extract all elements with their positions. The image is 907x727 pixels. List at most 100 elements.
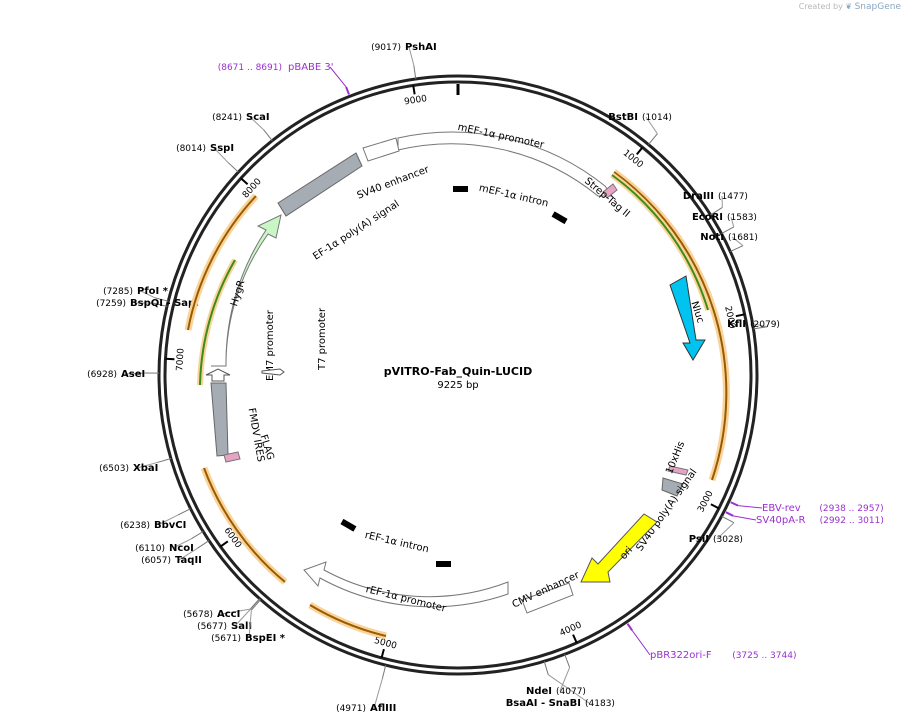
- credit-prefix: Created by: [798, 2, 843, 11]
- site-position: (7285): [103, 287, 133, 297]
- site-leader-line: [263, 129, 273, 141]
- site-11: (5677)SalI: [197, 598, 261, 632]
- site-leader-line: [721, 515, 735, 524]
- site-name: BbvCI: [154, 520, 186, 531]
- primer-position: (2992 .. 3011): [820, 516, 884, 526]
- site-12: (5671) BspEI *: [211, 599, 286, 644]
- site-leader-line: [157, 458, 172, 463]
- feature-label-t7-promoter: T7 promoter: [317, 307, 328, 371]
- site-connector: [645, 116, 658, 135]
- primer-name: pBR322ori-F: [650, 650, 712, 661]
- site-connector: [716, 522, 735, 540]
- site-13: (4971)AflIII: [336, 665, 396, 714]
- feature-sv40-enhancer: [362, 137, 400, 162]
- site-name: NotI: [700, 232, 724, 243]
- site-leader-line: [648, 133, 658, 145]
- site-position: (6928): [87, 370, 117, 380]
- site-leader-line: [250, 598, 261, 610]
- primer-2: SV40pA-R(2992 .. 3011): [725, 511, 884, 526]
- primer-connector: [737, 505, 763, 509]
- site-name: AflIII: [370, 703, 396, 714]
- snapgene-credit: Created by ❦ SnapGene: [799, 2, 901, 12]
- site-connector: [124, 372, 146, 375]
- tick-label-3000: 3000: [696, 489, 715, 514]
- site-connector: [547, 674, 590, 704]
- orf-arc-green-core: [611, 174, 709, 311]
- site-18: NotI (1681): [700, 232, 758, 252]
- feature-label-mef-intron: mEF-1α intron: [478, 183, 550, 210]
- snapgene-logo-icon: ❦: [845, 2, 853, 11]
- tick-label-9000: 9000: [404, 94, 428, 107]
- site-name: BsaAI - SnaBI: [506, 698, 581, 709]
- primer-position: (2938 .. 2957): [819, 504, 883, 514]
- primer-position: (3725 .. 3744): [732, 651, 796, 661]
- site-leader-line: [197, 540, 210, 549]
- site-connector: [753, 323, 768, 328]
- site-connector: [559, 667, 571, 692]
- feature-nluc: [669, 275, 706, 361]
- tick-label-5000: 5000: [373, 636, 398, 652]
- site-connector: [136, 461, 158, 469]
- site-name: PfoI *: [137, 286, 169, 297]
- site-name: SspI: [210, 143, 234, 154]
- feature-em7-promoter: [205, 368, 231, 382]
- site-17: KflI(2079): [727, 319, 780, 330]
- site-name: NcoI: [169, 543, 194, 554]
- site-connector: [178, 547, 198, 561]
- site-position: (1583): [727, 213, 757, 223]
- orf-arc-left-core: [187, 195, 257, 331]
- site-15: NdeI(4077): [526, 654, 586, 697]
- primer-marker: [730, 501, 739, 507]
- site-position: (1014): [642, 113, 672, 123]
- site-0: (9017)PshAI: [371, 42, 437, 80]
- orf-arc-bottom-left-core: [203, 467, 286, 583]
- tick-mark-9000: [412, 85, 416, 95]
- site-14: BsaAI - SnaBI (4183): [506, 661, 615, 709]
- primer-connector: [631, 630, 651, 656]
- orf-arc-left-green-core: [199, 259, 236, 386]
- tick-mark-8000: [240, 177, 249, 185]
- tick-mark-2000: [735, 313, 745, 318]
- site-leader-line: [413, 65, 417, 80]
- site-position: (6503): [99, 464, 129, 474]
- site-leader-line: [154, 297, 169, 302]
- site-position: (4183): [585, 699, 615, 709]
- site-position: (6238): [120, 521, 150, 531]
- orf-arc-nluc-core: [613, 171, 728, 481]
- feature-fmdv-ires: [210, 382, 229, 457]
- site-leader-line: [710, 207, 723, 216]
- feature-ref-intron-start: [340, 518, 357, 532]
- site-position: (1681): [728, 233, 758, 243]
- plasmid-name: pVITRO-Fab_Quin-LUCID: [384, 365, 532, 378]
- site-connector: [220, 608, 251, 615]
- primer-1: EBV-rev(2938 .. 2957): [730, 501, 884, 514]
- primer-connector: [732, 515, 757, 521]
- site-connector: [249, 116, 264, 131]
- site-3: (7285) PfoI *: [103, 286, 169, 302]
- site-connector: [140, 290, 155, 299]
- site-8: (6110)NcoI: [135, 531, 204, 554]
- tick-label-7000: 7000: [175, 348, 186, 372]
- site-1: (8241)ScaI: [212, 112, 273, 141]
- feature-label-hygr: HygR: [229, 279, 247, 308]
- site-19: EcoRI(1583): [692, 212, 757, 235]
- site-position: (5671): [211, 634, 241, 644]
- primer-connector: [329, 66, 347, 88]
- site-position: (5677): [197, 622, 227, 632]
- site-name: TaqII: [175, 555, 202, 566]
- site-leader-line: [177, 508, 191, 516]
- site-2: (8014) SspI: [176, 143, 239, 173]
- site-position: (3028): [713, 535, 743, 545]
- feature-ef-polya: [277, 152, 363, 217]
- site-name: BspEI *: [245, 633, 286, 644]
- site-connector: [213, 147, 229, 163]
- tick-label-2000: 2000: [722, 305, 737, 330]
- site-connector: [730, 216, 735, 228]
- site-position: (8014): [176, 144, 206, 154]
- tick-mark-1000: [636, 146, 644, 155]
- feature-mef-intron-start: [453, 186, 468, 192]
- site-name: NdeI: [526, 686, 552, 697]
- site-position: (7259): [96, 299, 126, 309]
- site-connector: [731, 236, 744, 247]
